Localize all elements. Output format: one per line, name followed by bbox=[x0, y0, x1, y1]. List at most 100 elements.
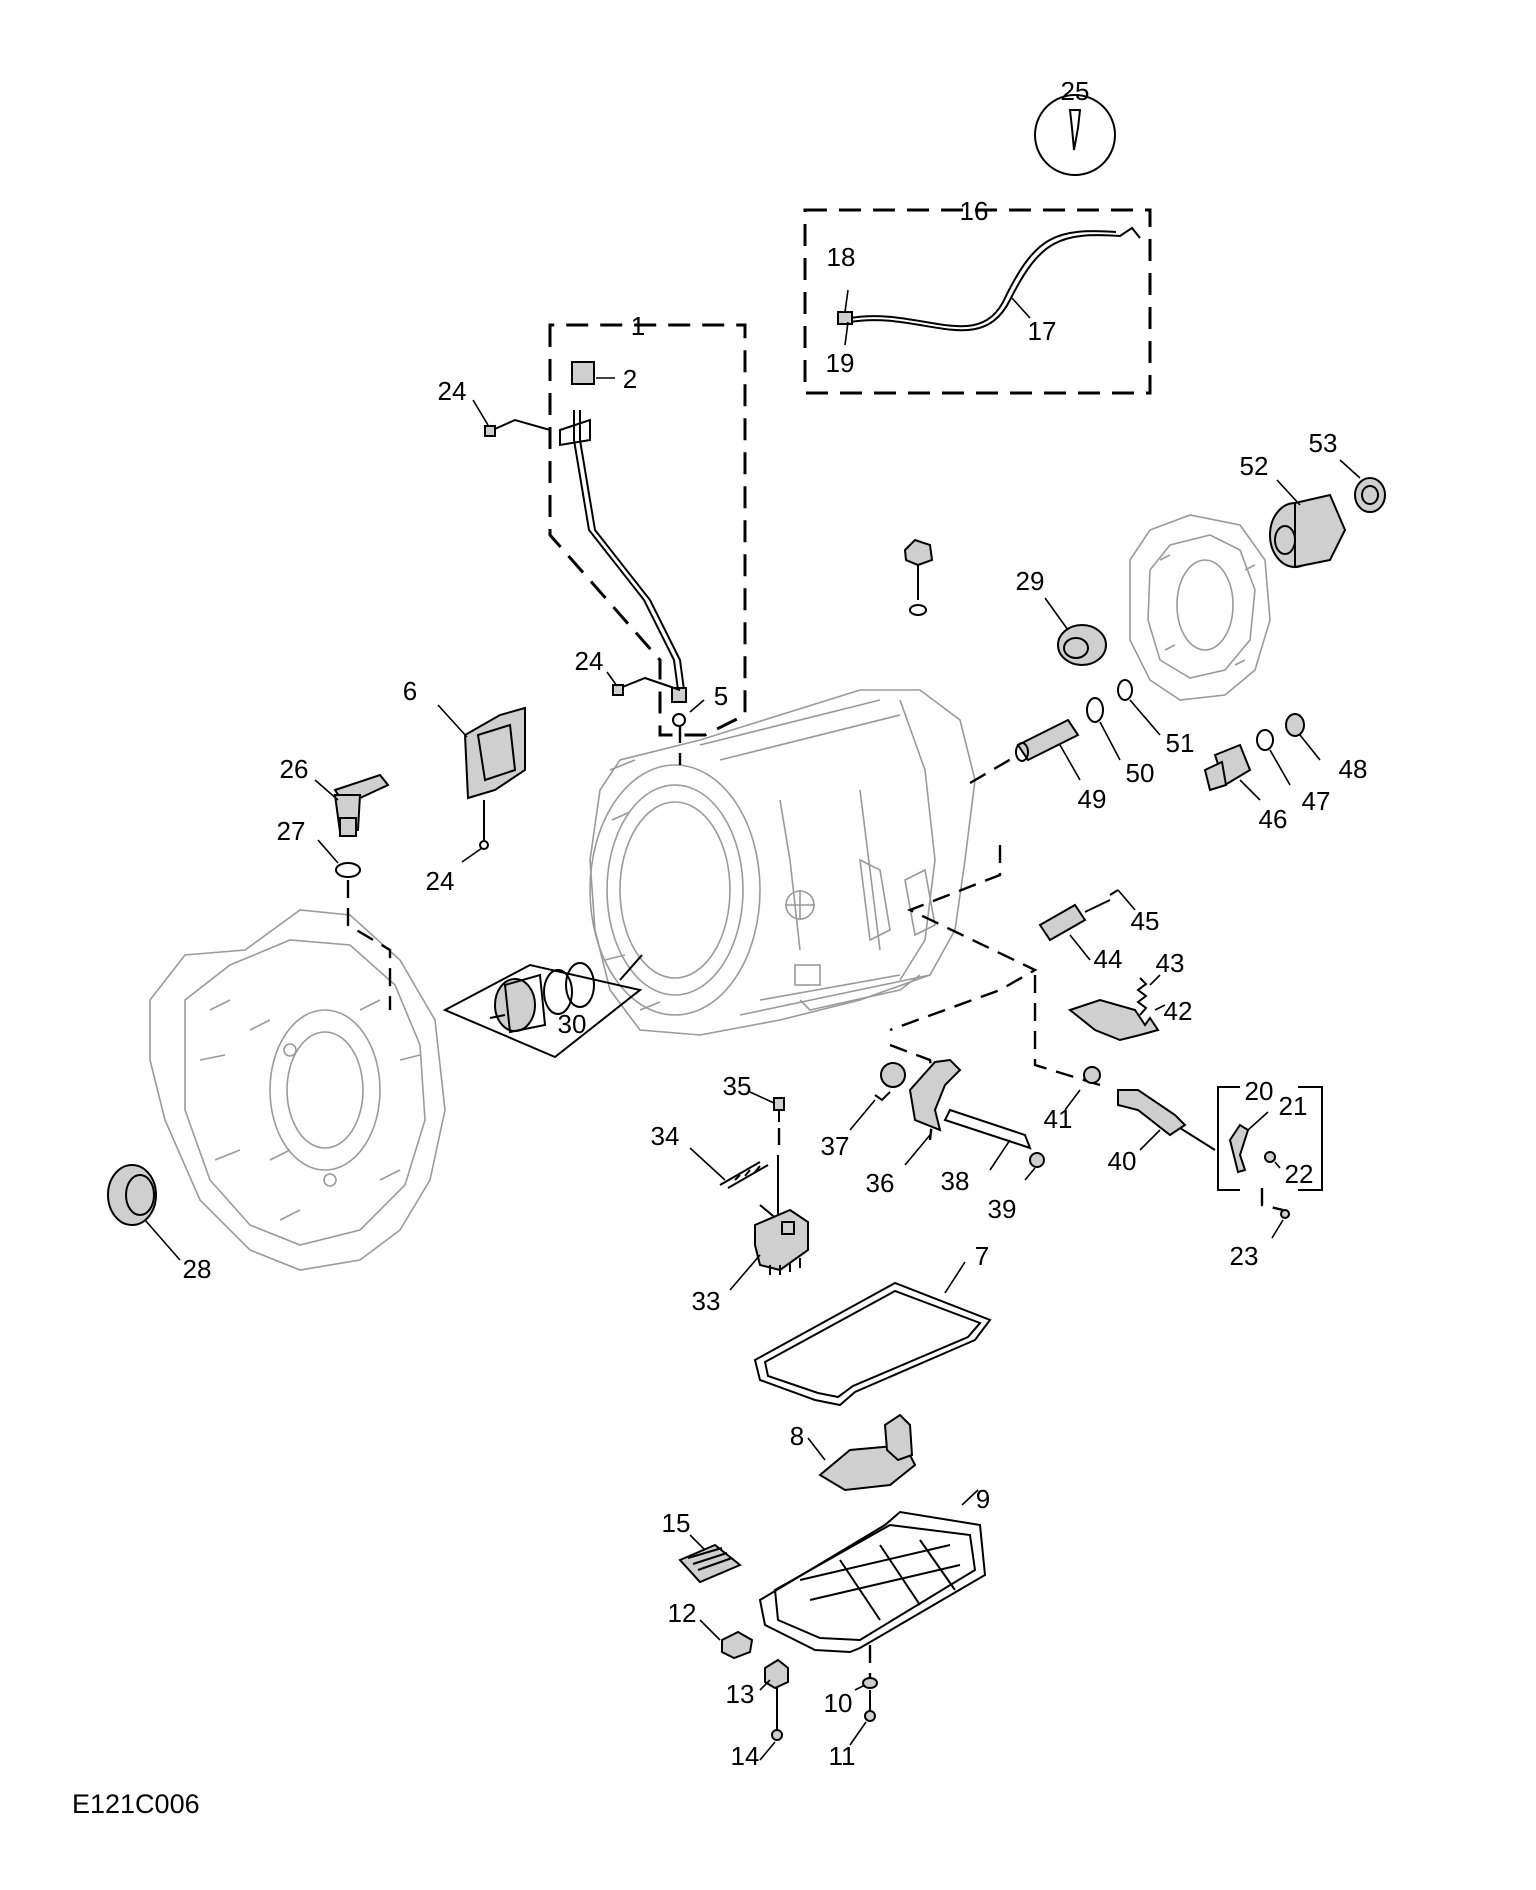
part-40-rod bbox=[1117, 1089, 1216, 1151]
part-13-insert bbox=[764, 1658, 789, 1690]
callout-52: 52 bbox=[1240, 451, 1269, 481]
callout-2: 2 bbox=[623, 364, 637, 394]
callout-41: 41 bbox=[1044, 1104, 1073, 1134]
callout-34: 34 bbox=[651, 1121, 680, 1151]
transmission-housing bbox=[589, 689, 976, 1036]
callout-37: 37 bbox=[821, 1131, 850, 1161]
part-29-seal bbox=[1057, 624, 1107, 666]
group-box-1 bbox=[548, 323, 747, 737]
part-30-group bbox=[442, 954, 643, 1059]
part-44-switch bbox=[1038, 889, 1119, 942]
part-39-clip bbox=[1029, 1152, 1045, 1168]
part-11-drain-plug bbox=[864, 1690, 876, 1722]
callout-6: 6 bbox=[403, 676, 417, 706]
part-12-nut bbox=[721, 1630, 754, 1660]
part-25-cable-tie bbox=[1034, 94, 1116, 176]
part-46-sensor bbox=[1203, 743, 1252, 792]
callout-19: 19 bbox=[826, 348, 855, 378]
part-34-spring bbox=[719, 1155, 779, 1221]
part-36-lever bbox=[908, 1058, 962, 1132]
callout-53: 53 bbox=[1309, 428, 1338, 458]
callout-15: 15 bbox=[662, 1508, 691, 1538]
callout-12: 12 bbox=[668, 1598, 697, 1628]
callout-43: 43 bbox=[1156, 948, 1185, 978]
callout-9: 9 bbox=[976, 1484, 990, 1514]
callout-42: 42 bbox=[1164, 996, 1193, 1026]
part-38-pin bbox=[943, 1108, 1032, 1150]
dipstick-tube bbox=[559, 361, 687, 727]
part-23-bolt bbox=[1280, 1209, 1290, 1219]
part-37-spring bbox=[874, 1062, 906, 1102]
callout-46: 46 bbox=[1259, 804, 1288, 834]
callout-48: 48 bbox=[1339, 754, 1368, 784]
callout-13: 13 bbox=[726, 1679, 755, 1709]
bracket-group-20 bbox=[1217, 1086, 1323, 1191]
part-28-seal bbox=[107, 1164, 157, 1226]
callout-33: 33 bbox=[692, 1286, 721, 1316]
part-26-fitting bbox=[333, 773, 390, 878]
part-52-flange bbox=[1269, 493, 1347, 569]
part-21-clip bbox=[1228, 1123, 1250, 1174]
part-48-washer bbox=[1285, 713, 1305, 737]
bolt-24-middle bbox=[612, 676, 681, 696]
callout-44: 44 bbox=[1094, 944, 1123, 974]
callout-24c: 24 bbox=[426, 866, 455, 896]
part-9-oil-pan bbox=[758, 1510, 987, 1654]
callout-47: 47 bbox=[1302, 786, 1331, 816]
part-49-shaft bbox=[1015, 718, 1080, 762]
callout-21: 21 bbox=[1279, 1091, 1308, 1121]
converter-housing bbox=[149, 909, 446, 1271]
part-53-nut bbox=[1354, 477, 1386, 513]
callout-24b: 24 bbox=[575, 646, 604, 676]
callout-5: 5 bbox=[714, 681, 728, 711]
callout-20: 20 bbox=[1245, 1076, 1274, 1106]
callout-18: 18 bbox=[827, 242, 856, 272]
callout-17: 17 bbox=[1028, 316, 1057, 346]
callout-1: 1 bbox=[631, 311, 645, 341]
callout-7: 7 bbox=[975, 1241, 989, 1271]
part-10-washer bbox=[862, 1677, 878, 1689]
group-box-16 bbox=[803, 208, 1152, 395]
callout-26: 26 bbox=[280, 754, 309, 784]
part-35-bolt bbox=[773, 1097, 785, 1122]
callout-36: 36 bbox=[866, 1168, 895, 1198]
part-6-cover bbox=[463, 706, 526, 850]
callout-11: 11 bbox=[829, 1741, 856, 1771]
callout-51: 51 bbox=[1166, 728, 1195, 758]
part-15-mesh bbox=[678, 1543, 742, 1584]
callout-23: 23 bbox=[1230, 1241, 1259, 1271]
part-43-spring bbox=[1136, 977, 1148, 1016]
part-33-valve bbox=[754, 1208, 809, 1275]
part-7-gasket bbox=[753, 1281, 992, 1407]
callout-50: 50 bbox=[1126, 758, 1155, 788]
bolt-24-upper bbox=[484, 418, 551, 437]
extension-housing bbox=[1129, 514, 1271, 701]
part-41-washer bbox=[1083, 1066, 1101, 1084]
plug-bolt bbox=[903, 538, 934, 616]
callout-16: 16 bbox=[960, 196, 989, 226]
part-50-ring bbox=[1086, 697, 1104, 723]
callout-14: 14 bbox=[731, 1741, 760, 1771]
callout-25: 25 bbox=[1061, 76, 1090, 106]
callout-27: 27 bbox=[277, 816, 306, 846]
callout-39: 39 bbox=[988, 1194, 1017, 1224]
part-51-ring bbox=[1117, 679, 1133, 701]
callout-22: 22 bbox=[1285, 1159, 1314, 1189]
callout-8: 8 bbox=[790, 1421, 804, 1451]
part-17-cable bbox=[837, 226, 1141, 332]
callout-40: 40 bbox=[1108, 1146, 1137, 1176]
callout-30: 30 bbox=[558, 1009, 587, 1039]
drawing-code: E121C006 bbox=[72, 1789, 200, 1819]
callout-49: 49 bbox=[1078, 784, 1107, 814]
part-14-bolt bbox=[771, 1688, 783, 1741]
callout-35: 35 bbox=[723, 1071, 752, 1101]
part-42-lever bbox=[1067, 998, 1160, 1042]
callout-28: 28 bbox=[183, 1254, 212, 1284]
callout-10: 10 bbox=[824, 1688, 853, 1718]
part-47-ring bbox=[1256, 729, 1274, 751]
part-22-nut bbox=[1264, 1151, 1276, 1163]
callout-29: 29 bbox=[1016, 566, 1045, 596]
